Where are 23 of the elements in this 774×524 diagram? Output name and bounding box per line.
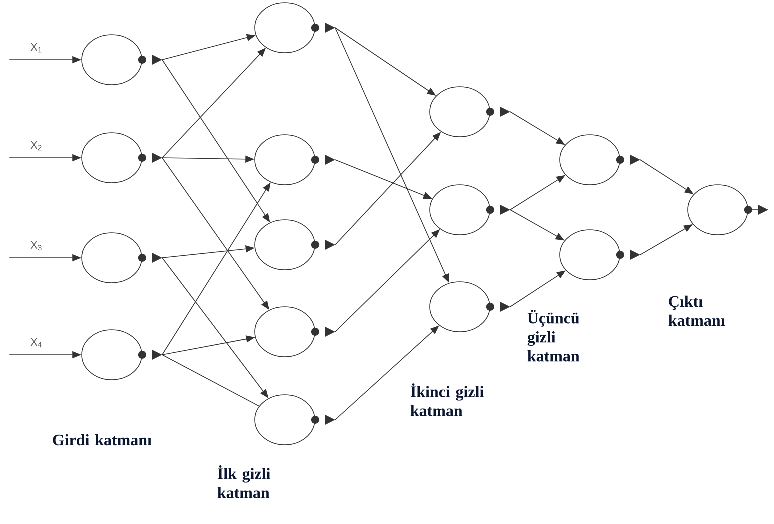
neuron-circle <box>560 230 640 280</box>
neuron-circle <box>82 232 162 284</box>
neuron-circle <box>254 2 336 54</box>
layer-caption: Üçüncü gizli katman <box>528 310 580 362</box>
layer-caption: İlk gizli katman <box>218 466 270 498</box>
layer-caption: Çıktı katmanı <box>668 296 726 326</box>
neuron-circle <box>82 34 162 86</box>
neuron-circle <box>82 132 162 184</box>
neuron-circle <box>254 220 336 270</box>
layer-caption: İkinci gizli katman <box>410 384 484 416</box>
neuron-circle <box>254 394 336 446</box>
edge-label: X$_{1}$ <box>30 43 42 53</box>
edge-label: X$_{4}$ <box>30 338 42 348</box>
edge-label: X$_{3}$ <box>30 241 42 251</box>
neuron-circle <box>430 282 510 332</box>
neuron-circle <box>254 306 336 358</box>
layer-caption: Girdi katmanı <box>53 434 152 446</box>
neuron-circle <box>254 134 336 186</box>
neuron-circle <box>82 330 162 380</box>
neuron-circle <box>430 184 510 236</box>
edge-label: X$_{2}$ <box>30 141 42 151</box>
neuron-circle <box>560 134 640 186</box>
neuron-circle <box>430 86 510 138</box>
